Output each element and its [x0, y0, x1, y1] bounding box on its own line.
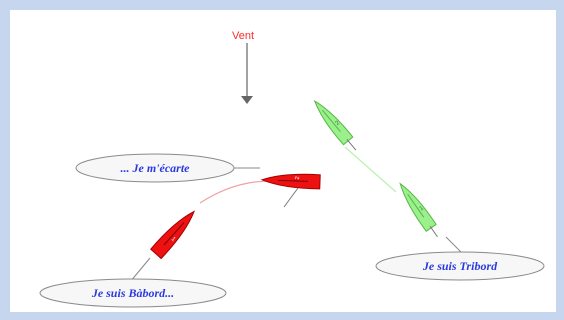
green-boat-bottom-number: 1 [419, 205, 426, 212]
green-boat-top: 2 [313, 99, 357, 151]
red-boat-left: 1 [150, 210, 196, 260]
bubble-port-text: Je suis Bàbord... [91, 286, 174, 300]
bubble-starboard: Je suis Tribord [375, 236, 545, 281]
bubble-port: Je suis Bàbord... [39, 257, 227, 308]
red-boat-right-number: 2 [295, 175, 301, 179]
bubble-deviate: ... Je m'écarte [75, 153, 260, 183]
green-boat-bottom: 1 [399, 182, 438, 238]
red-boat-right-sheet [283, 187, 299, 208]
green-boat-top-number: 2 [335, 120, 342, 127]
wind-label: Vent [232, 30, 254, 42]
wind-arrow [241, 43, 253, 104]
green-track-line [344, 146, 397, 193]
bubble-starboard-text: Je suis Tribord [422, 259, 498, 273]
bubble-deviate-text: ... Je m'écarte [121, 161, 191, 175]
red-boat-right: 2 [260, 173, 321, 190]
red-boat-left-number: 1 [170, 236, 177, 243]
